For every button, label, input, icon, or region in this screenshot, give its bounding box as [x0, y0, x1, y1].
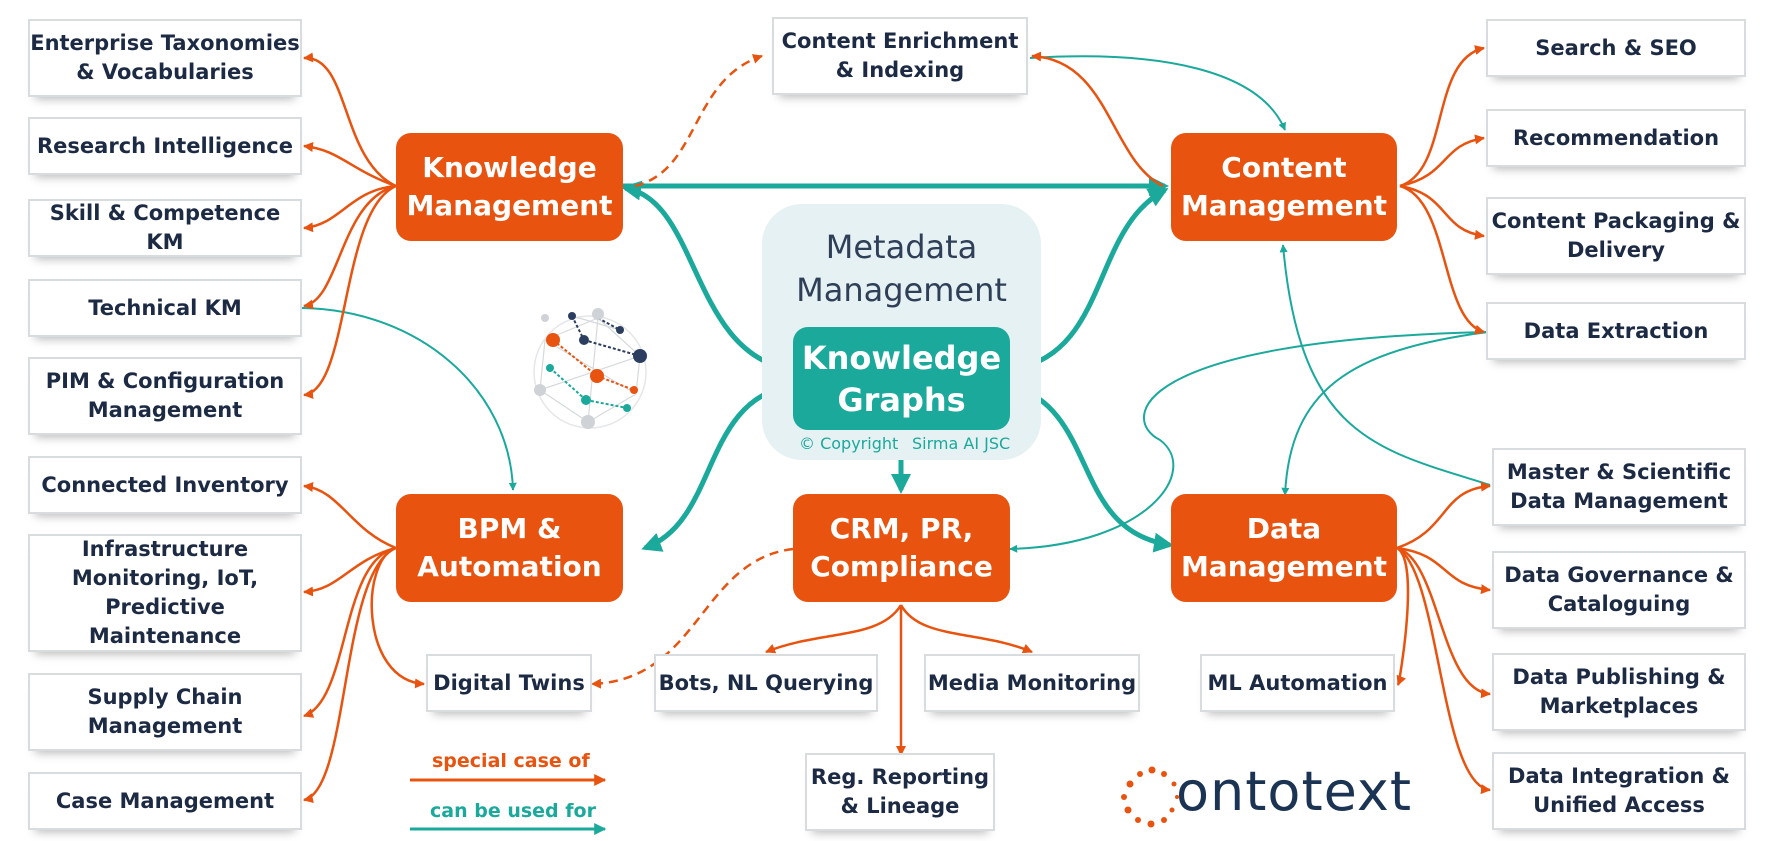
network-illustration-icon — [533, 308, 647, 429]
box-reg-reporting[interactable]: Reg. Reporting & Lineage — [805, 753, 995, 831]
box-supply-chain[interactable]: Supply Chain Management — [28, 673, 302, 751]
link-kg-content — [1009, 187, 1169, 373]
box-data-publishing[interactable]: Data Publishing & Marketplaces — [1492, 653, 1746, 731]
box-content-packaging[interactable]: Content Packaging & Delivery — [1486, 197, 1746, 275]
link-extraction-data — [1281, 331, 1489, 496]
legend-used-for-label: can be used for — [430, 800, 596, 822]
box-skill-competence-km[interactable]: Skill & Competence KM — [28, 199, 302, 257]
box-master-scientific-data[interactable]: Master & Scientific Data Management — [1492, 448, 1746, 526]
box-technical-km[interactable]: Technical KM — [28, 279, 302, 337]
box-data-governance[interactable]: Data Governance & Cataloguing — [1492, 551, 1746, 629]
hub-data-management[interactable]: Data Management — [1171, 494, 1397, 602]
link-enrichment-content — [1029, 55, 1286, 131]
knowledge-graphs-node[interactable]: Knowledge Graphs — [793, 327, 1010, 430]
copyright-left: © Copyright — [799, 434, 899, 453]
link-kg-km — [621, 180, 794, 373]
ontotext-logo-text: ontotext — [1176, 760, 1413, 823]
link-technical-bpm — [301, 307, 517, 491]
box-digital-twins[interactable]: Digital Twins — [426, 654, 592, 712]
box-data-integration[interactable]: Data Integration & Unified Access — [1492, 752, 1746, 830]
link-extraction-crm — [1009, 331, 1489, 553]
legend-special-case-label: special case of — [432, 750, 590, 772]
box-search-seo[interactable]: Search & SEO — [1486, 19, 1746, 77]
hub-knowledge-management[interactable]: Knowledge Management — [396, 133, 623, 241]
metadata-management-title: Metadata Management — [796, 228, 1007, 309]
box-recommendation[interactable]: Recommendation — [1486, 109, 1746, 167]
box-research-intelligence[interactable]: Research Intelligence — [28, 117, 302, 175]
hub-content-management[interactable]: Content Management — [1171, 133, 1397, 241]
hub-crm-pr-compliance[interactable]: CRM, PR, Compliance — [793, 494, 1010, 602]
ontotext-logo-icon — [1121, 766, 1179, 828]
box-pim-configuration[interactable]: PIM & Configuration Management — [28, 357, 302, 435]
box-data-extraction[interactable]: Data Extraction — [1486, 302, 1746, 360]
box-bots-nl-querying[interactable]: Bots, NL Querying — [654, 654, 878, 712]
link-master-content — [1279, 244, 1491, 486]
special-case-links — [303, 45, 1491, 803]
box-media-monitoring[interactable]: Media Monitoring — [924, 654, 1140, 712]
used-for-links — [301, 55, 1491, 553]
box-infrastructure-monitoring[interactable]: Infrastructure Monitoring, IoT, Predicti… — [28, 534, 302, 652]
box-content-enrichment[interactable]: Content Enrichment & Indexing — [772, 17, 1028, 95]
box-case-management[interactable]: Case Management — [28, 772, 302, 830]
box-connected-inventory[interactable]: Connected Inventory — [28, 456, 302, 514]
hub-bpm-automation[interactable]: BPM & Automation — [396, 494, 623, 602]
box-ml-automation[interactable]: ML Automation — [1200, 654, 1395, 712]
copyright-right: Sirma AI JSC — [912, 434, 1011, 453]
box-enterprise-taxonomies[interactable]: Enterprise Taxonomies & Vocabularies — [28, 19, 302, 97]
